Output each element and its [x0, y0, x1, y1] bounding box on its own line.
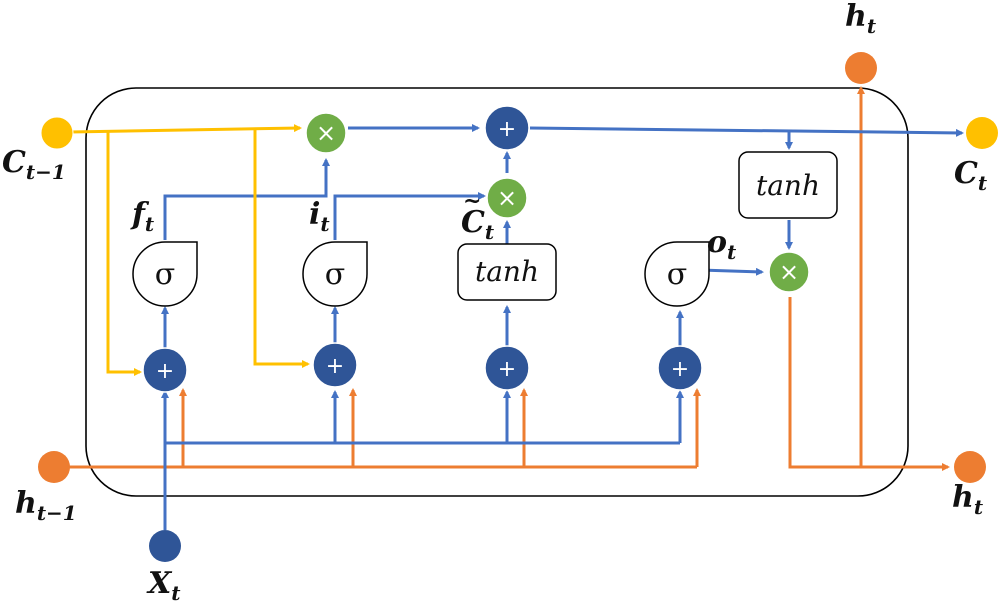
h-out-bottom-label: ht	[952, 480, 984, 519]
multiply-symbol: ×	[316, 119, 336, 147]
output-multiply-node: ×	[768, 251, 810, 293]
forget-gate-label: ft	[130, 197, 155, 236]
output-gate-label: ot	[707, 225, 737, 264]
label-sub: t	[727, 240, 737, 264]
label-sub: t−1	[26, 160, 66, 184]
cell-boundary	[85, 87, 909, 497]
output-sigmoid-block: σ	[644, 241, 710, 307]
label-main: C	[954, 156, 978, 191]
input-gate-label: it	[309, 197, 330, 236]
label-sub: t	[320, 212, 330, 236]
label-main: i	[309, 197, 320, 232]
label-sub: t	[171, 581, 181, 605]
c-next-label: Ct	[954, 156, 988, 195]
add-symbol: +	[498, 357, 516, 382]
c-next-node	[966, 117, 998, 149]
label-sub: t	[974, 495, 984, 519]
cell-add-node: +	[484, 105, 530, 151]
add-symbol: +	[498, 117, 516, 142]
candidate-tanh-block: tanh	[457, 243, 557, 301]
c-prev-label: Ct−1	[2, 145, 66, 184]
candidate-label: ~ Ct	[461, 188, 495, 244]
add-symbol: +	[326, 354, 344, 379]
output-add-node: +	[657, 345, 703, 391]
label-sub: t	[867, 14, 877, 38]
x-input-node	[149, 530, 181, 562]
label-main: h	[15, 486, 37, 521]
h-prev-node	[38, 451, 70, 483]
multiply-symbol: ×	[779, 258, 799, 286]
x-input-label: Xt	[146, 566, 181, 605]
forget-add-node: +	[142, 347, 188, 393]
cell-state-lines	[69, 124, 310, 376]
sigma-symbol: σ	[155, 257, 175, 292]
input-add-node: +	[312, 342, 358, 388]
sigma-symbol: σ	[667, 257, 687, 292]
h-out-bottom-node	[954, 451, 986, 483]
add-symbol: +	[671, 357, 689, 382]
label-main: h	[952, 480, 974, 515]
tanh-label: tanh	[475, 255, 539, 288]
h-out-top-node	[845, 52, 877, 84]
output-tanh-block: tanh	[738, 151, 838, 219]
label-sub: t	[145, 212, 155, 236]
forget-sigmoid-block: σ	[132, 241, 198, 307]
label-main: X	[146, 566, 173, 601]
label-main: o	[707, 225, 727, 260]
multiply-symbol: ×	[497, 184, 517, 212]
label-sub: t	[485, 220, 495, 244]
add-symbol: +	[156, 359, 174, 384]
label-sub: t−1	[37, 501, 77, 525]
h-out-top-label: ht	[845, 0, 877, 38]
label-main: h	[845, 0, 867, 34]
label-sub: t	[978, 171, 988, 195]
sigma-symbol: σ	[325, 257, 345, 292]
h-prev-label: ht−1	[15, 486, 77, 525]
candidate-accent: ~	[463, 188, 481, 214]
tanh-label: tanh	[756, 169, 820, 202]
forget-multiply-node: ×	[305, 112, 347, 154]
signal-lines	[161, 124, 964, 530]
label-main: C	[461, 205, 485, 240]
label-main: C	[2, 145, 26, 180]
c-prev-node	[40, 116, 74, 150]
svg-text:Ct: Ct	[461, 205, 495, 244]
input-sigmoid-block: σ	[302, 241, 368, 307]
candidate-add-node: +	[484, 345, 530, 391]
candidate-multiply-node: ×	[486, 177, 528, 219]
